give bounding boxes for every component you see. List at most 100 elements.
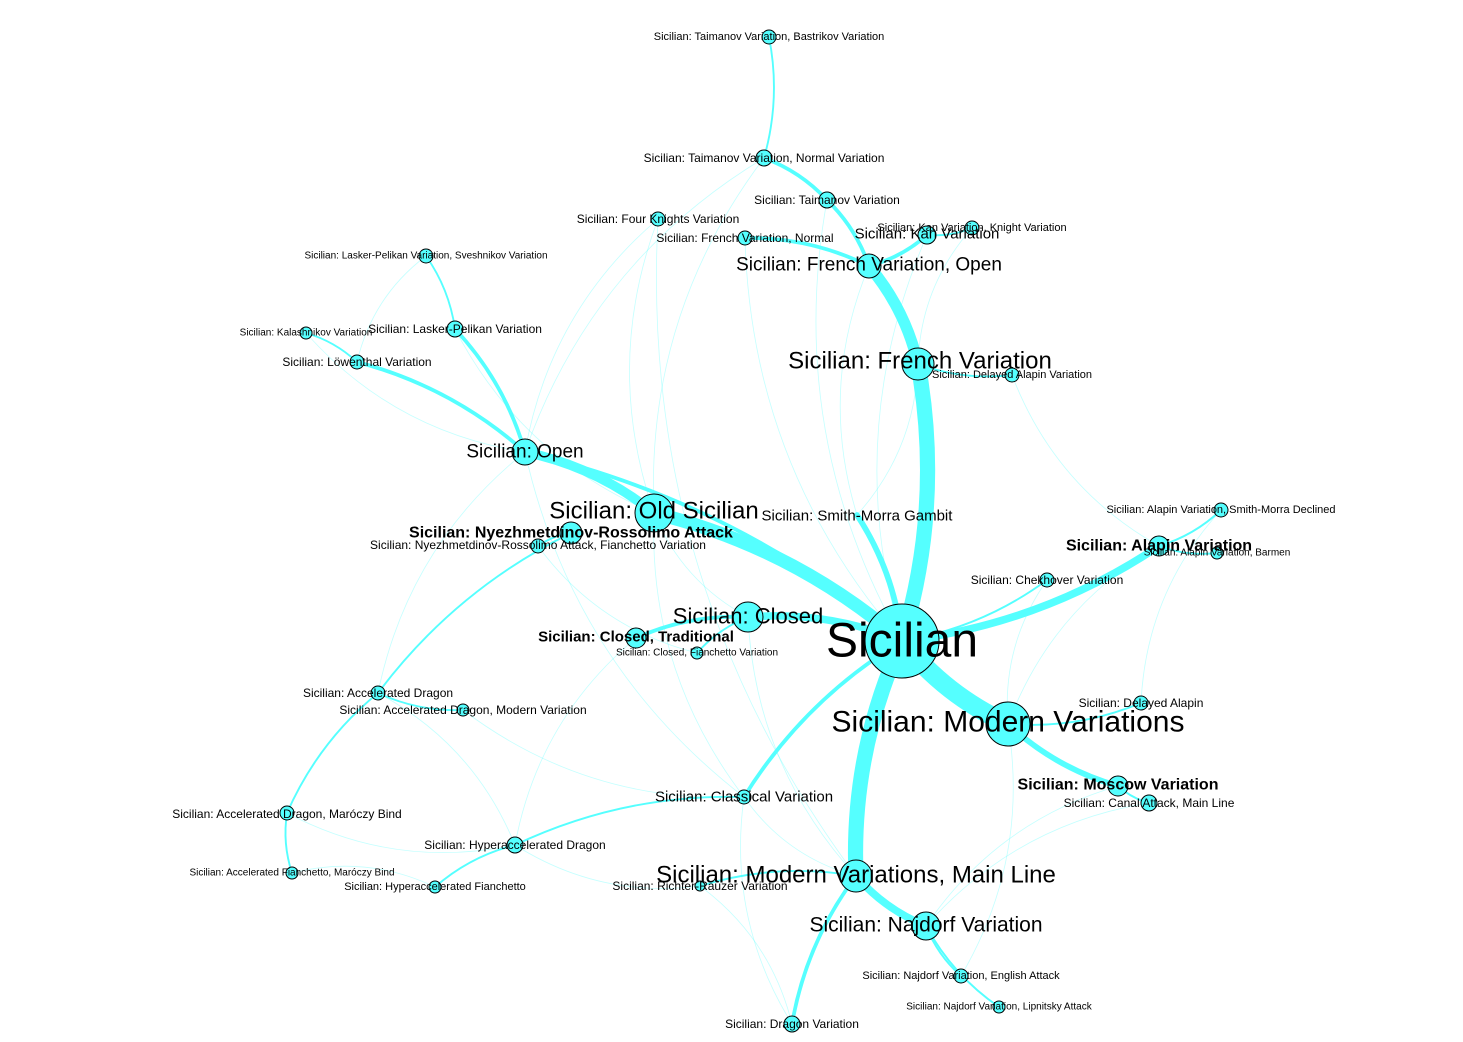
node-lasker-pelikan[interactable] [446,320,464,338]
node-closed-fianchetto[interactable] [690,646,704,660]
node-french-open[interactable] [856,253,882,279]
node-moscow[interactable] [1107,775,1129,797]
edge-faint [653,157,765,514]
label-open: Sicilian: Open [466,442,583,463]
label-classical: Sicilian: Classical Variation [655,789,833,806]
label-alapin-smith-morra-declined: Sicilian: Alapin Variation, Smith-Morra … [1106,504,1335,516]
node-lowenthal[interactable] [349,354,365,370]
node-taimanov-bastrikov[interactable] [761,29,777,45]
edge-faint [291,865,436,888]
edge-faint [653,512,745,798]
label-french-normal: Sicilian: French Variation, Normal [656,231,833,245]
label-dragon: Sicilian: Dragon Variation [725,1017,859,1031]
node-richter-rauzer[interactable] [694,880,706,892]
node-sicilian[interactable] [864,603,940,679]
edge-modern_main_line-dragon [790,874,858,1026]
edge-faint [960,723,1014,977]
node-alapin-smith-morra-declined[interactable] [1213,502,1229,518]
label-closed-fianchetto: Sicilian: Closed, Fianchetto Variation [616,648,778,659]
label-taimanov-bastrikov: Sicilian: Taimanov Variation, Bastrikov … [654,31,885,43]
label-alapin: Sicilian: Alapin Variation [1066,538,1252,555]
edge-faint [356,255,427,363]
edge-faint [514,637,637,846]
node-alapin-barmen[interactable] [1210,546,1224,560]
node-open[interactable] [511,438,539,466]
node-canal-attack[interactable] [1140,794,1158,812]
edge-classical-hyperaccel_dragon [514,795,745,846]
edge-open-lowenthal [355,360,527,454]
node-taimanov-normal[interactable] [755,149,773,167]
edge-faint [656,218,857,877]
node-accel-dragon[interactable] [370,685,386,701]
label-french-open: Sicilian: French Variation, Open [736,255,1002,276]
edge-sicilian-french_variation [894,356,936,649]
label-richter-rauzer: Sicilian: Richter-Rauzer Variation [612,879,787,893]
edge-rossolimo-accel_dragon [377,532,572,694]
node-kan-knight[interactable] [964,220,980,236]
node-najdorf-english[interactable] [953,968,969,984]
edge-faint [1011,374,1160,547]
node-accel-dragon-modern[interactable] [456,703,470,717]
node-rossolimo-fianchetto[interactable] [530,538,546,554]
node-chekhover[interactable] [1039,572,1055,588]
label-hyperaccel-fianchetto: Sicilian: Hyperaccelerated Fianchetto [344,881,526,893]
edge-faint [1140,509,1222,704]
label-alapin-barmen: Sicilian: Alapin Variation, Barmen [1144,548,1291,559]
node-lasker-sveshnikov[interactable] [418,248,434,264]
edge-faint [514,844,701,889]
label-delayed-alapin-var: Sicilian: Delayed Alapin Variation [932,369,1092,381]
node-kan[interactable] [917,225,937,245]
label-hyperaccel-dragon: Sicilian: Hyperaccelerated Dragon [424,838,605,852]
edge-faint [747,616,857,877]
label-four-knights: Sicilian: Four Knights Variation [577,212,740,226]
node-kalashnikov[interactable] [299,326,313,340]
edge-faint [454,328,655,514]
node-closed-traditional[interactable] [625,627,647,649]
node-hyperaccel-dragon[interactable] [506,836,524,854]
edge-faint [377,451,526,694]
label-canal-attack: Sicilian: Canal Attack, Main Line [1064,796,1235,810]
node-dragon[interactable] [783,1015,801,1033]
node-delayed-alapin-var[interactable] [1004,367,1020,383]
label-lasker-pelikan: Sicilian: Lasker-Pelikan Variation [368,322,542,336]
edge-faint [699,885,793,1025]
node-french-normal[interactable] [737,230,753,246]
edges-layer [284,36,1222,1026]
label-taimanov: Sicilian: Taimanov Variation [754,193,900,207]
edge-faint [925,785,1119,927]
node-classical[interactable] [736,789,752,805]
node-four-knights[interactable] [650,211,666,227]
node-najdorf[interactable] [911,911,941,941]
node-french-variation[interactable] [901,347,935,381]
node-taimanov[interactable] [818,191,836,209]
edge-faint [917,227,973,365]
edge-accel_dragon-accel_dragon_modern [377,692,464,712]
node-modern-variations[interactable] [985,701,1031,747]
label-lowenthal: Sicilian: Löwenthal Variation [282,355,431,369]
node-rossolimo[interactable] [559,521,583,545]
label-najdorf: Sicilian: Najdorf Variation [809,914,1042,937]
node-modern-main-line[interactable] [839,859,873,893]
edge-faint [925,802,1150,927]
node-old-sicilian[interactable] [634,493,674,533]
edge-faint [286,812,516,854]
label-modern-main-line: Sicilian: Modern Variations, Main Line [656,862,1056,889]
edge-faint [524,451,745,798]
node-alapin[interactable] [1148,535,1170,557]
label-kalashnikov: Sicilian: Kalashnikov Variation [240,328,373,339]
node-delayed-alapin[interactable] [1133,695,1149,711]
node-najdorf-lipnitsky[interactable] [992,1000,1006,1014]
label-modern-variations: Sicilian: Modern Variations [832,706,1185,739]
label-accel-dragon: Sicilian: Accelerated Dragon [303,686,453,700]
label-taimanov-normal: Sicilian: Taimanov Variation, Normal Var… [644,151,885,165]
nodes-layer [279,29,1229,1033]
node-accel-dragon-maroczy[interactable] [279,805,295,821]
edge-faint [629,218,659,514]
node-accel-fianchetto-maroczy[interactable] [285,866,299,880]
label-old-sicilian: Sicilian: Old Sicilian [549,498,758,525]
node-closed[interactable] [732,601,764,633]
label-chekhover: Sicilian: Chekhover Variation [971,573,1124,587]
node-hyperaccel-fianchetto[interactable] [428,880,442,894]
label-accel-dragon-maroczy: Sicilian: Accelerated Dragon, Maróczy Bi… [172,807,401,821]
edge-french_open-french_normal [743,236,871,268]
